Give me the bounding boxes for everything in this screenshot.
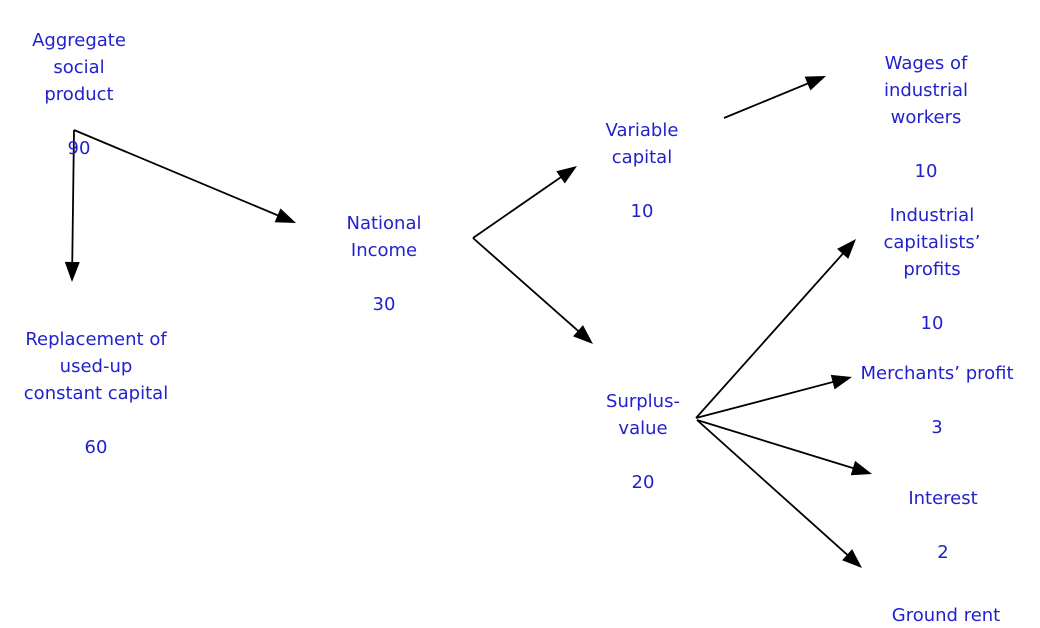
arrowhead-icon [842, 549, 862, 568]
node-aggregate-social-product: Aggregate social product 90 [32, 0, 126, 189]
arrowhead-icon [850, 460, 872, 476]
arrowhead-icon [837, 239, 856, 259]
edge-aggregate_social_product-to-replacement_constant_capital [64, 129, 80, 282]
node-replacement-constant-capital: Replacement of used-up constant capital … [24, 299, 168, 488]
node-label: Merchants’ profit [860, 363, 1014, 384]
node-label: Wages of industrial workers [883, 53, 969, 128]
node-merchants-profit: Merchants’ profit 3 [860, 333, 1013, 468]
arrowhead-icon [64, 261, 80, 282]
node-surplus-value: Surplus- value 20 [606, 361, 680, 523]
node-value: 3 [931, 417, 943, 438]
node-national-income: National Income 30 [346, 183, 421, 345]
node-label: Aggregate social product [32, 30, 126, 105]
node-label: Ground rent [891, 605, 1001, 626]
node-value: 30 [372, 294, 396, 315]
edge-variable_capital-to-wages_industrial_workers [723, 76, 826, 119]
arrowhead-icon [573, 325, 593, 344]
node-label: Variable capital [605, 120, 679, 168]
edge-surplus_value-to-ground_rent [696, 419, 862, 568]
node-value: 60 [84, 437, 108, 458]
node-variable-capital: Variable capital 10 [606, 90, 679, 252]
arrowhead-icon [556, 166, 577, 184]
node-label: Industrial capitalists’ profits [883, 205, 981, 280]
node-value: 10 [920, 313, 944, 334]
node-label: Replacement of used-up constant capital [23, 329, 169, 404]
node-value: 90 [67, 138, 91, 159]
arrowhead-icon [274, 208, 296, 223]
edge-surplus_value-to-interest [696, 419, 872, 476]
node-value: 10 [630, 201, 654, 222]
edge-national_income-to-surplus_value [472, 237, 593, 344]
node-label: Surplus- value [606, 391, 680, 439]
arrowhead-icon [804, 76, 826, 91]
node-label: National Income [346, 213, 422, 261]
node-industrial-capitalists-profits: Industrial capitalists’ profits 10 [884, 175, 981, 364]
edge-aggregate_social_product-to-national_income [73, 129, 296, 223]
arrowhead-icon [830, 374, 852, 390]
node-ground-rent: Ground rent 5 [892, 575, 1000, 628]
node-wages-industrial-workers: Wages of industrial workers 10 [884, 23, 968, 212]
node-interest: Interest 2 [908, 458, 977, 593]
edge-surplus_value-to-industrial_capitalists_profits [695, 239, 856, 419]
edge-national_income-to-variable_capital [472, 166, 577, 239]
edge-surplus_value-to-merchants_profit [695, 374, 852, 419]
node-label: Interest [908, 488, 978, 509]
node-value: 20 [631, 472, 655, 493]
node-value: 2 [937, 542, 949, 563]
node-value: 10 [914, 161, 938, 182]
